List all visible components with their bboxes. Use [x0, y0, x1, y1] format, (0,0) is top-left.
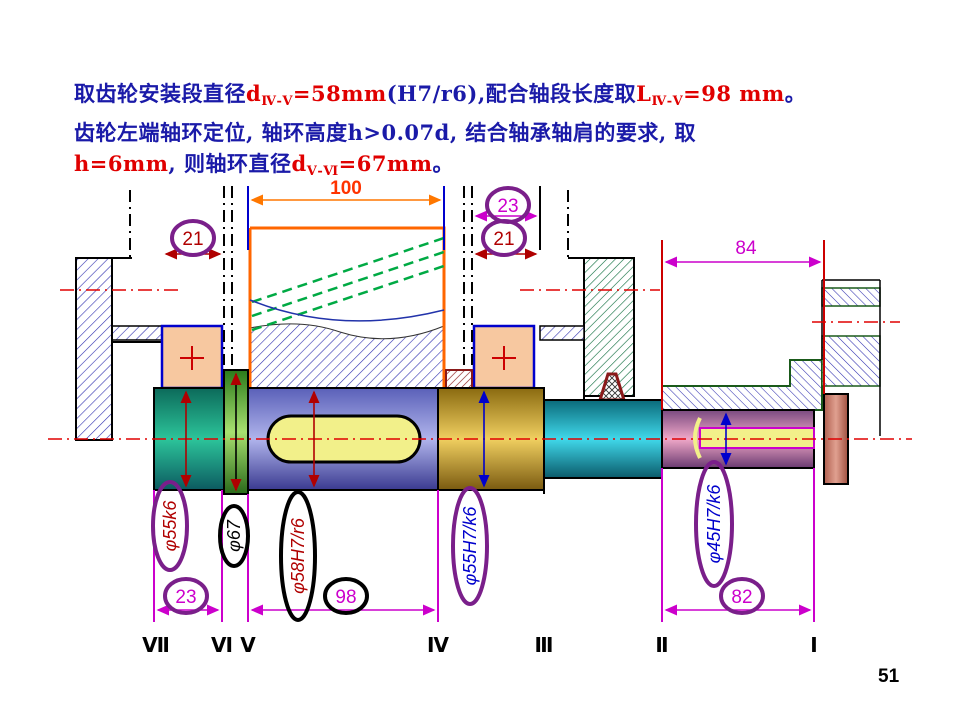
section-iv: Ⅳ	[427, 633, 449, 657]
text-1c: 。	[784, 81, 807, 106]
dia-v-iv: φ58H7/r6	[288, 517, 308, 594]
text-3a: , 则轴环直径	[168, 151, 292, 176]
text-line-3: h=6mm, 则轴环直径dⅤ-Ⅵ=67mm。	[74, 148, 914, 187]
section-lines	[153, 186, 825, 622]
dim-seg-ii-i: 82	[731, 587, 752, 608]
section-numerals: Ⅶ Ⅵ Ⅴ Ⅳ Ⅲ Ⅱ Ⅰ	[142, 633, 818, 657]
center-lines	[48, 289, 912, 440]
section-vi: Ⅵ	[211, 633, 233, 657]
section-iii: Ⅲ	[535, 633, 554, 657]
dimension-labels: 100 21 21 23 84 23 98 82	[163, 178, 765, 615]
text-1b: (H7/r6),配合轴段长度取	[386, 81, 637, 106]
dim-left-bearing: 21	[182, 229, 203, 250]
text-line-1: 取齿轮安装段直径dⅣ-Ⅴ=58mm(H7/r6),配合轴段长度取LⅣ-Ⅴ=98 …	[74, 78, 914, 117]
dim-gear-width: 100	[330, 178, 362, 199]
section-vii: Ⅶ	[142, 633, 170, 657]
section-ii: Ⅱ	[655, 633, 668, 657]
diameter-labels: φ55k6 φ67 φ58H7/r6 φ55H7/k6 φ45H7/k6	[151, 460, 734, 622]
text-3c: 。	[432, 151, 454, 176]
dim-seg-v-iv: 98	[335, 587, 356, 608]
page-number: 51	[878, 666, 900, 687]
dia-vii-vi: φ55k6	[160, 500, 180, 552]
dia-ii-i: φ45H7/k6	[704, 484, 724, 564]
description-text: 取齿轮安装段直径dⅣ-Ⅴ=58mm(H7/r6),配合轴段长度取LⅣ-Ⅴ=98 …	[74, 78, 914, 187]
dim-d-v-vi: dⅤ-Ⅵ=67mm	[291, 151, 433, 179]
right-bearing	[472, 324, 536, 390]
text-1a: 取齿轮安装段直径	[74, 81, 246, 106]
dim-d-iv-v: dⅣ-Ⅴ=58mm	[246, 81, 387, 109]
dim-seg-vii-vi: 23	[175, 587, 196, 608]
dim-right-spacer: 23	[497, 196, 518, 217]
text-line-2: 齿轮左端轴环定位, 轴环高度h>0.07d, 结合轴承轴肩的要求, 取	[74, 120, 697, 145]
right-housing	[539, 190, 635, 400]
left-bearing	[160, 324, 224, 390]
dia-vi-v: φ67	[224, 519, 244, 552]
len-l-iv-v: LⅣ-Ⅴ=98 mm	[636, 81, 785, 109]
left-housing	[75, 190, 163, 441]
section-i: Ⅰ	[810, 633, 817, 657]
h-value: h=6mm	[74, 151, 169, 176]
dim-seg-ii-i-top: 84	[735, 238, 757, 259]
dim-right-bearing: 21	[493, 229, 514, 250]
gear	[248, 226, 473, 389]
dia-iv-iii: φ55H7/k6	[460, 506, 480, 586]
section-v: Ⅴ	[240, 633, 256, 657]
